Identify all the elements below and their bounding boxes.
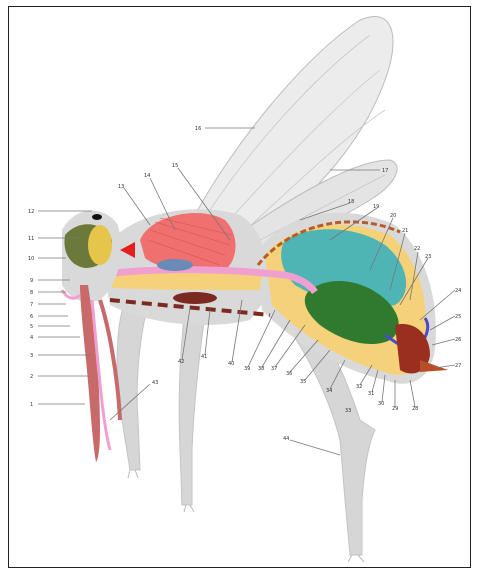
label-37: 37 — [271, 366, 277, 372]
label-30: 30 — [378, 401, 384, 407]
label-27: 27 — [455, 363, 461, 369]
mid-leg — [179, 310, 205, 505]
label-26: 26 — [455, 337, 461, 343]
label-16: 16 — [195, 126, 201, 132]
label-31: 31 — [368, 391, 374, 397]
compound-eye — [88, 225, 112, 265]
label-3: 3 — [30, 353, 33, 359]
tarsi — [128, 470, 364, 562]
thoracic-gland — [173, 292, 217, 304]
label-8: 8 — [30, 290, 33, 296]
label-43: 43 — [152, 380, 158, 386]
label-11: 11 — [28, 236, 34, 242]
label-38: 38 — [258, 366, 264, 372]
label-25: 25 — [455, 314, 461, 320]
label-32: 32 — [356, 384, 362, 390]
label-39: 39 — [244, 366, 250, 372]
label-33: 33 — [345, 408, 351, 414]
label-15: 15 — [172, 163, 178, 169]
label-14: 14 — [144, 173, 150, 179]
label-18: 18 — [348, 199, 354, 205]
label-20: 20 — [390, 213, 396, 219]
label-29: 29 — [392, 406, 398, 412]
label-10: 10 — [28, 256, 34, 262]
label-21: 21 — [402, 228, 408, 234]
label-2: 2 — [30, 374, 33, 380]
label-4: 4 — [30, 335, 33, 341]
label-36: 36 — [286, 371, 292, 377]
label-42: 42 — [178, 359, 184, 365]
label-6: 6 — [30, 314, 33, 320]
label-24: 24 — [455, 288, 461, 294]
label-44: 44 — [283, 436, 289, 442]
label-22: 22 — [414, 246, 420, 252]
salivary-blue — [157, 259, 193, 271]
label-34: 34 — [326, 388, 332, 394]
label-28: 28 — [412, 406, 418, 412]
label-5: 5 — [30, 324, 33, 330]
ocellus — [92, 214, 102, 220]
label-7: 7 — [30, 302, 33, 308]
label-1: 1 — [30, 402, 33, 408]
sting — [420, 360, 448, 372]
label-17: 17 — [382, 168, 388, 174]
label-13: 13 — [118, 184, 124, 190]
label-40: 40 — [228, 361, 234, 367]
fore-leg — [117, 300, 148, 470]
label-35: 35 — [300, 379, 306, 385]
label-12: 12 — [28, 209, 34, 215]
label-19: 19 — [373, 204, 379, 210]
proboscis — [80, 285, 100, 462]
label-9: 9 — [30, 278, 33, 284]
label-41: 41 — [201, 354, 207, 360]
label-23: 23 — [425, 254, 431, 260]
